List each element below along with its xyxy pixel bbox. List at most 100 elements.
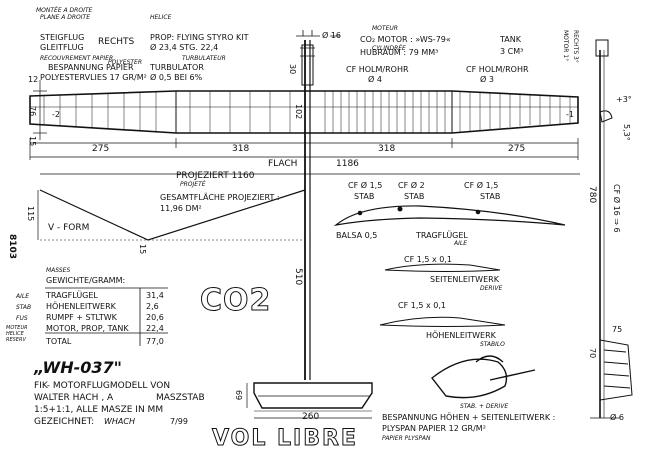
dim-75: 75 bbox=[612, 325, 623, 334]
wing-airfoil bbox=[333, 205, 566, 226]
motor-side-thrust: MOTOR 1° bbox=[562, 30, 569, 62]
balsa-label: BALSA 0,5 bbox=[336, 231, 378, 240]
cylindree-label: CYLINDRÉE bbox=[372, 45, 406, 52]
dim-d16: Ø 16 bbox=[322, 31, 342, 40]
stab-airfoil bbox=[379, 316, 506, 327]
maszstab-label: MASZSTAB bbox=[156, 393, 205, 403]
drawn-by-label: GEZEICHNET: bbox=[34, 417, 95, 427]
mass-table-lines bbox=[45, 287, 168, 346]
fin-label: SEITENLEITWERK bbox=[430, 275, 499, 284]
dim-275b: 275 bbox=[508, 144, 526, 154]
stab2-label: CF Ø 2 bbox=[398, 181, 425, 190]
dim-115: 115 bbox=[26, 206, 35, 222]
hubraum-label: HUBRAUM : 79 MM³ bbox=[360, 48, 439, 57]
turbulator-label: TURBULATOR bbox=[150, 63, 204, 72]
surface-value: 11,96 DM² bbox=[160, 204, 202, 213]
prop-label: PROP: FLYING STYRO KIT bbox=[150, 33, 249, 42]
wing-label-right: -1 bbox=[566, 110, 574, 119]
dim-fuselage: 510 bbox=[293, 268, 303, 286]
climb-label: STEIGFLUG bbox=[40, 33, 85, 42]
helice-label: HELICE bbox=[150, 14, 172, 21]
fin-airfoil bbox=[384, 263, 501, 272]
tank-volume: 3 CM³ bbox=[500, 47, 524, 56]
tragflugel-label: TRAGFLÜGEL bbox=[416, 231, 468, 240]
bespannung-label: BESPANNUNG PAPIER bbox=[48, 63, 134, 72]
dim-15: 15 bbox=[28, 136, 37, 147]
stab-derive-note: STAB. + DERIVE bbox=[460, 403, 509, 410]
spar-left-label: CF HOLM/ROHR bbox=[346, 65, 409, 74]
covering-label: POLYESTERVLIES 17 GR/M² bbox=[40, 73, 147, 82]
signature: WHACH bbox=[104, 417, 135, 426]
dim-15b: 15 bbox=[138, 244, 147, 255]
mass-row-name: RUMPF + STLTWK bbox=[46, 313, 117, 322]
motor-label: CO₂ MOTOR : »WS-79« bbox=[360, 35, 451, 44]
dim-260: 260 bbox=[302, 412, 320, 422]
recouvrement-label: RECOUVREMENT PAPIER bbox=[40, 55, 114, 62]
mass-row-fr: MOTEUR HELICE RESERV bbox=[6, 325, 28, 343]
masses-title: MASSES bbox=[46, 267, 71, 274]
mass-row-fr: STAB bbox=[16, 304, 32, 311]
mass-total-value: 77,0 bbox=[146, 337, 164, 346]
dim-d6: Ø 6 bbox=[610, 413, 624, 422]
spar-right-dia: Ø 3 bbox=[480, 75, 494, 84]
title-line3: 1:5+1:1, ALLE MASZE IN MM bbox=[34, 405, 164, 415]
dim-76: 76 bbox=[28, 106, 37, 117]
stab1-sub: STAB bbox=[354, 192, 375, 201]
dim-318b: 318 bbox=[378, 144, 396, 154]
covering-note-3: PAPIER PLYSPAN bbox=[382, 435, 431, 442]
note-plane: PLANE A DROITE bbox=[40, 14, 91, 21]
flach-label: FLACH bbox=[268, 159, 298, 169]
dim-projected: PROJEZIERT 1160 bbox=[176, 171, 255, 181]
spar-left-dia: Ø 4 bbox=[368, 75, 382, 84]
spar-right-label: CF HOLM/ROHR bbox=[466, 65, 529, 74]
mass-row-value: 22,4 bbox=[146, 324, 164, 333]
mass-row-name: TRAGFLÜGEL bbox=[46, 291, 98, 300]
mass-row-name: MOTOR, PROP, TANK bbox=[46, 324, 129, 333]
rechts-thrust: RECHTS 3° bbox=[572, 30, 579, 63]
tank-label: TANK bbox=[500, 35, 521, 44]
fin-spar-label: CF 1,5 x 0,1 bbox=[404, 255, 452, 264]
stab-label: HÖHENLEITWERK bbox=[426, 331, 496, 340]
mass-row-fr: AILE bbox=[16, 293, 30, 300]
dim-102: 102 bbox=[294, 104, 303, 120]
mass-row-value: 2,6 bbox=[146, 302, 159, 311]
title-line1: FIK- MOTORFLUGMODELL VON bbox=[34, 381, 171, 391]
dim-69: 69 bbox=[234, 390, 243, 401]
stabilo-label: STABILO bbox=[480, 341, 505, 348]
mass-total-label: TOTAL bbox=[46, 337, 72, 346]
mass-row-value: 20,6 bbox=[146, 313, 164, 322]
stab-spar-label: CF 1,5 x 0,1 bbox=[398, 301, 446, 310]
wing-label-left: -2 bbox=[52, 110, 60, 119]
angle-53: 5,3° bbox=[622, 124, 631, 141]
surface-label: GESAMTFLÄCHE PROJEZIERT : bbox=[160, 193, 280, 202]
pilot-drawing bbox=[431, 355, 536, 399]
fuselage-side-detail bbox=[595, 39, 633, 401]
vol-libre-logo: VOL LIBRE bbox=[212, 426, 358, 451]
dihedral-view bbox=[37, 189, 306, 241]
dim-30: 30 bbox=[288, 64, 297, 75]
covering-note-1: BESPANNUNG HÖHEN + SEITENLEITWERK : bbox=[382, 413, 556, 422]
covering-note-2: PLYSPAN PAPIER 12 GR/M² bbox=[382, 424, 486, 433]
dim-780: 780 bbox=[587, 186, 597, 204]
stab2-sub: STAB bbox=[404, 192, 425, 201]
dim-318a: 318 bbox=[232, 144, 250, 154]
mass-row-fr: FUS bbox=[16, 315, 28, 322]
title-line2: WALTER HACH , A bbox=[34, 393, 114, 403]
projete-label: PROJETÉ bbox=[180, 181, 206, 188]
derive-label: DERIVE bbox=[480, 285, 503, 292]
mass-row-name: HÖHENLEITWERK bbox=[46, 302, 116, 311]
note-montee: MONTÉE A DROITE bbox=[36, 7, 93, 14]
dim-12: 12 bbox=[28, 75, 39, 84]
dim-275a: 275 bbox=[92, 144, 110, 154]
turbulateur-label: TURBULATEUR bbox=[182, 55, 226, 62]
sheet-number: 8103 bbox=[7, 234, 17, 260]
mass-row-value: 31,4 bbox=[146, 291, 164, 300]
co2-logo: CO2 bbox=[199, 283, 272, 318]
fuselage-top-view bbox=[296, 30, 320, 380]
prop-dims: Ø 23,4 STG. 22,4 bbox=[150, 43, 219, 52]
right-label: RECHTS bbox=[98, 37, 135, 47]
moteur-label: MOTEUR bbox=[372, 25, 398, 32]
stab1-label: CF Ø 1,5 bbox=[348, 181, 383, 190]
